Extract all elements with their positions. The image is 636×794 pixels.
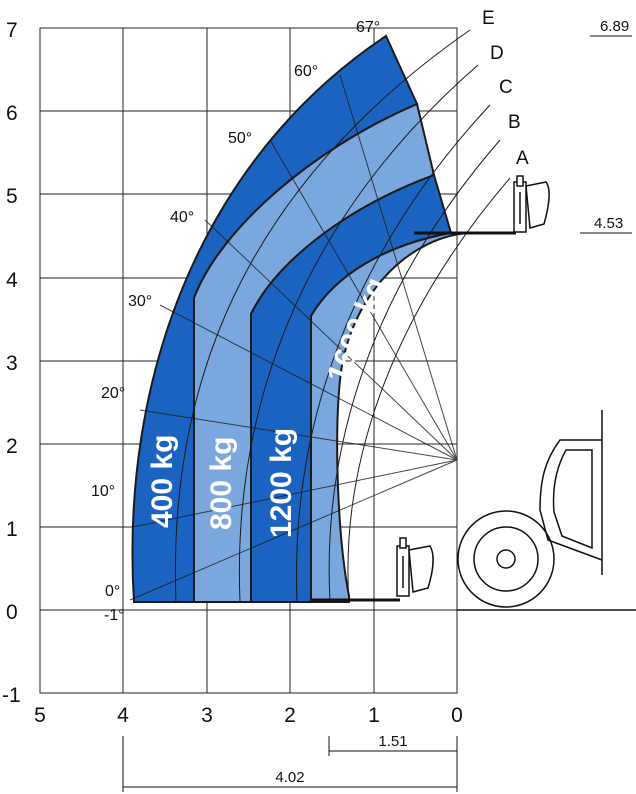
zone-label-800kg: 800 kg — [205, 437, 238, 530]
vehicle-outline — [457, 410, 636, 611]
x-tick-4: 4 — [117, 704, 129, 727]
arc-d — [238, 64, 479, 603]
y-tick-5: 5 — [6, 185, 18, 208]
extension-arcs — [174, 29, 511, 603]
angle-label-30: 30° — [128, 293, 152, 310]
y-tick-1: 1 — [6, 518, 18, 541]
cab-window — [552, 449, 593, 550]
angle-rays — [129, 74, 458, 601]
front-wheel — [457, 510, 555, 608]
arc-e — [174, 29, 471, 603]
arc-b — [328, 139, 501, 603]
y-tick-3: 3 — [6, 352, 18, 375]
y-tick-4: 4 — [6, 269, 18, 292]
retracted-reach-label: 1.51 — [378, 733, 407, 750]
zone-label-1200kg: 1200 kg — [265, 428, 298, 538]
arc-a — [347, 177, 511, 603]
angle-ray — [159, 304, 458, 461]
angle-label-40: 40° — [170, 209, 194, 226]
max-height-label: 6.89 — [600, 18, 629, 35]
angle-label-67: 67° — [356, 19, 380, 36]
angle-ray — [269, 139, 458, 461]
angle-label-minus-1: -1° — [104, 607, 125, 624]
angle-label-0: 0° — [105, 583, 120, 600]
angle-ray — [132, 459, 458, 528]
angle-ray — [139, 409, 458, 461]
angle-ray — [129, 459, 458, 601]
front-wheel-rim — [473, 526, 539, 592]
y-tick-7: 7 — [6, 19, 18, 42]
x-tick-0: 0 — [451, 704, 463, 727]
extension-label-c: C — [499, 77, 513, 98]
zone-label-400kg: 400 kg — [146, 435, 179, 528]
angle-label-50: 50° — [228, 130, 252, 147]
front-wheel-hub — [496, 549, 516, 569]
y-tick-minus-1: -1 — [2, 684, 21, 707]
extension-label-d: D — [490, 43, 504, 64]
extension-label-b: B — [508, 112, 521, 133]
fork-carriage-lowered — [312, 537, 434, 602]
angle-label-60: 60° — [294, 63, 318, 80]
angle-label-20: 20° — [101, 385, 125, 402]
reach-dimensions — [122, 736, 458, 792]
extension-label-e: E — [482, 8, 495, 29]
x-tick-1: 1 — [368, 704, 380, 727]
angle-label-10: 10° — [91, 483, 115, 500]
angle-ray — [204, 219, 458, 461]
x-tick-5: 5 — [34, 704, 46, 727]
y-tick-0: 0 — [6, 601, 18, 624]
max-reach-label: 4.02 — [275, 769, 304, 786]
retracted-height-label: 4.53 — [594, 215, 623, 232]
cab-outline — [539, 410, 603, 575]
x-tick-2: 2 — [284, 704, 296, 727]
angle-ray — [339, 74, 458, 461]
extension-label-a: A — [516, 148, 529, 169]
x-tick-3: 3 — [201, 704, 213, 727]
fork-carriage-raised — [414, 175, 550, 235]
y-tick-2: 2 — [6, 435, 18, 458]
arc-c — [295, 104, 491, 603]
y-tick-6: 6 — [6, 102, 18, 125]
